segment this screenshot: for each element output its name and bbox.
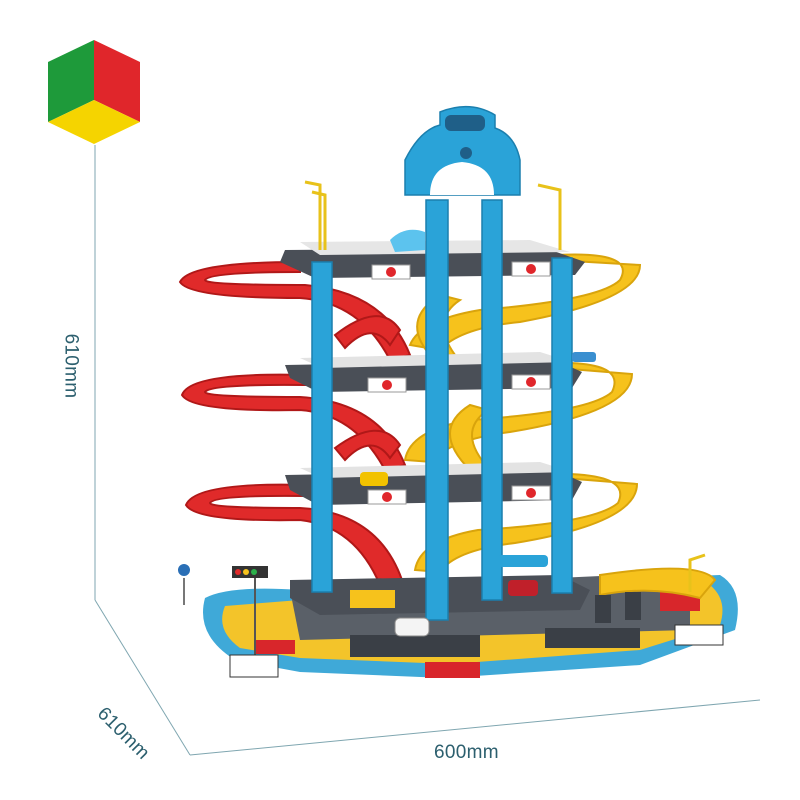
blue-pillars [311, 199, 573, 621]
toy-cars [360, 352, 596, 637]
scenery-props [176, 555, 724, 678]
dimension-lines [94, 145, 761, 756]
red-ramps [178, 260, 412, 587]
width-dimension-label: 600mm [434, 742, 499, 763]
top-tower [390, 106, 521, 252]
height-dimension-label: 610mm [60, 333, 82, 399]
street-lamps [304, 180, 706, 592]
parking-sign-icons [367, 261, 551, 505]
brand-logo-icon [48, 40, 140, 144]
